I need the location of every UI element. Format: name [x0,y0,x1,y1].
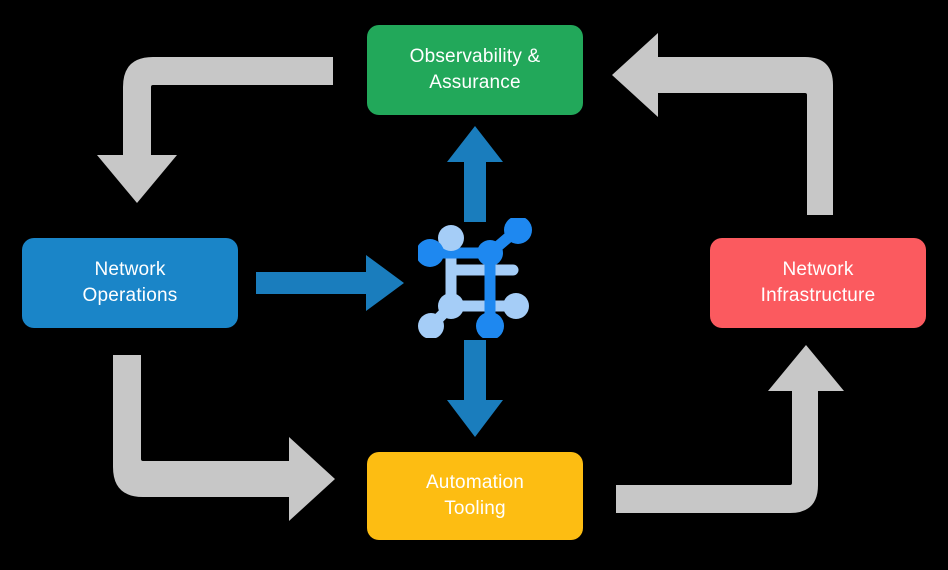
icon-nodes-dark [418,218,532,338]
icon-node-center [477,240,503,266]
node-observability-assurance[interactable]: Observability & Assurance [367,25,583,115]
arrow-center-to-observability [447,126,503,222]
node-network-infrastructure[interactable]: Network Infrastructure [710,238,926,328]
node-label-automation-tooling: Automation Tooling [425,472,525,519]
arrow-automation-to-infrastructure [616,345,844,513]
icon-node-top-left [438,225,464,251]
node-label-network-operations: Network Operations [82,259,178,306]
arrow-operations-to-center [256,255,404,311]
network-topology-icon [418,218,532,338]
node-label-observability-assurance: Observability & Assurance [409,46,541,93]
node-automation-tooling[interactable]: Automation Tooling [367,452,583,540]
arrow-center-to-automation [447,340,503,437]
icon-node-top-right [504,218,532,244]
icon-node-bottom-center [476,312,504,338]
icon-nodes-light [418,225,529,338]
icon-node-mid-left [438,293,464,319]
arrow-operations-to-automation [113,355,335,521]
node-label-network-infrastructure: Network Infrastructure [760,259,876,306]
icon-node-left [418,239,444,267]
arrow-infrastructure-to-observability [612,33,833,215]
node-network-operations[interactable]: Network Operations [22,238,238,328]
icon-node-right-lower [503,293,529,319]
arrow-observability-to-operations [97,57,333,203]
icon-node-bottom-left [418,313,444,338]
